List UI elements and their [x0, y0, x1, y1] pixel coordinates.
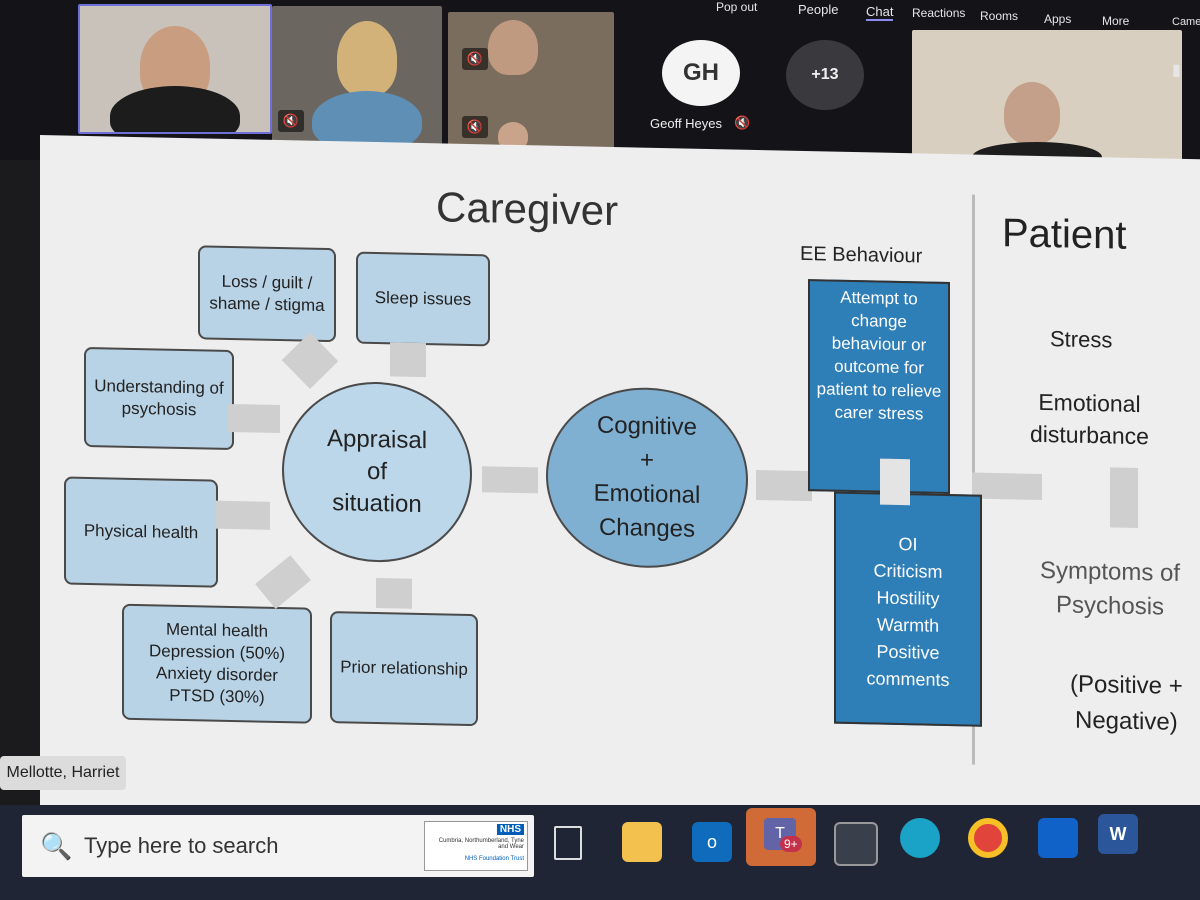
- arrow-down: [1110, 467, 1138, 528]
- cognitive-line-4: Changes: [598, 513, 696, 543]
- video-tile-participant-4[interactable]: [912, 30, 1182, 165]
- search-placeholder[interactable]: Type here to search: [84, 833, 279, 858]
- cognitive-circle: Cognitive + Emotional Changes: [546, 385, 748, 570]
- symptoms-line-2: Psychosis: [1056, 591, 1165, 621]
- search-box[interactable]: 🔍 Type here to search NHS Cumbria, North…: [22, 815, 534, 877]
- mental-line-3: Anxiety disorder: [156, 663, 278, 685]
- arrow: [390, 342, 426, 378]
- arrow: [255, 555, 311, 609]
- patient-title: Patient: [1002, 211, 1127, 258]
- mental-line-2: Depression (50%): [148, 641, 286, 664]
- box-understanding-psychosis: Understanding of psychosis: [84, 346, 234, 451]
- muted-mic-icon: 🔇: [462, 48, 488, 70]
- ee-item: Warmth: [876, 614, 940, 636]
- apps-button[interactable]: Apps: [1044, 12, 1072, 26]
- posneg-line-2: Negative): [1075, 706, 1178, 736]
- teams-icon[interactable]: T 9+: [746, 808, 816, 866]
- nhs-logo-text: NHS: [496, 824, 524, 835]
- ee-bottom-box: OI Criticism Hostility Warmth Positive c…: [834, 491, 982, 727]
- cognitive-line-3: Emotional: [593, 479, 701, 509]
- arrow: [482, 466, 538, 494]
- file-explorer-icon[interactable]: [622, 822, 662, 862]
- nhs-logo: NHS Cumbria, Northumberland, Tyne and We…: [424, 821, 528, 871]
- arrow: [216, 500, 270, 530]
- video-tile-participant-3[interactable]: 🔇 🔇: [448, 12, 614, 150]
- ee-behaviour-title: EE Behaviour: [800, 242, 923, 268]
- camera-button[interactable]: Came: [1172, 16, 1200, 28]
- outlook-icon[interactable]: o: [692, 822, 732, 862]
- muted-mic-icon: 🔇: [278, 110, 304, 132]
- patient-stress: Stress: [1050, 326, 1113, 353]
- ee-item: Criticism: [873, 560, 943, 582]
- more-button[interactable]: More: [1102, 14, 1130, 28]
- notification-badge: 9+: [780, 836, 802, 852]
- arrow: [376, 578, 412, 609]
- box-sleep-issues: Sleep issues: [356, 251, 490, 347]
- chrome-icon[interactable]: [968, 818, 1008, 858]
- appraisal-line-2: of: [366, 457, 387, 486]
- mental-line-4: PTSD (30%): [169, 685, 265, 707]
- presentation-slide: Caregiver Patient EE Behaviour Loss / gu…: [40, 135, 1200, 830]
- whiteboard-icon[interactable]: [1038, 818, 1078, 858]
- nhs-org-text: Cumbria, Northumberland, Tyne and Wear: [438, 838, 524, 850]
- word-icon[interactable]: W: [1098, 814, 1138, 854]
- people-button[interactable]: People: [798, 2, 839, 17]
- appraisal-line-3: situation: [332, 489, 422, 518]
- participant-name-geoff: Geoff Heyes: [650, 116, 723, 131]
- muted-mic-icon: 🔇: [734, 115, 751, 130]
- appraisal-circle: Appraisal of situation: [282, 380, 472, 565]
- mental-line-1: Mental health: [165, 619, 269, 641]
- box-physical-health: Physical health: [64, 476, 218, 588]
- search-icon: 🔍: [40, 831, 73, 861]
- arrow-down: [880, 458, 910, 506]
- nhs-trust-text: NHS Foundation Trust: [464, 856, 524, 862]
- muted-mic-icon: 🔇: [462, 116, 488, 138]
- cognitive-line-1: Cognitive: [596, 411, 698, 441]
- patient-posneg: (Positive + Negative): [1070, 667, 1183, 741]
- reactions-button[interactable]: Reactions: [912, 6, 966, 20]
- menu-icon[interactable]: ▮: [1172, 62, 1181, 79]
- ee-item: Positive comments: [866, 641, 950, 691]
- task-view-icon[interactable]: [554, 826, 582, 860]
- ee-item: Hostility: [876, 587, 940, 609]
- emotional-line-2: disturbance: [1030, 420, 1149, 450]
- patient-emotional: Emotional disturbance: [1030, 386, 1149, 452]
- patient-symptoms: Symptoms of Psychosis: [1040, 554, 1180, 625]
- symptoms-line-1: Symptoms of: [1040, 556, 1181, 587]
- video-tile-presenter[interactable]: [78, 4, 272, 134]
- arrow: [756, 469, 812, 502]
- box-mental-health: Mental health Depression (50%) Anxiety d…: [122, 603, 312, 724]
- appraisal-line-1: Appraisal: [326, 425, 428, 455]
- chat-button[interactable]: Chat: [866, 4, 894, 21]
- arrow: [228, 403, 280, 434]
- ee-item: OI: [898, 533, 918, 555]
- rooms-button[interactable]: Rooms: [980, 9, 1019, 23]
- emotional-line-1: Emotional: [1038, 388, 1141, 418]
- edge-icon[interactable]: [900, 818, 940, 858]
- store-icon[interactable]: [834, 822, 878, 866]
- double-arrow: [972, 472, 1042, 500]
- box-loss-guilt: Loss / guilt / shame / stigma: [198, 245, 336, 343]
- presenter-name-label: Mellotte, Harriet: [0, 756, 126, 790]
- caregiver-title: Caregiver: [436, 183, 619, 235]
- more-participants-button[interactable]: +13: [786, 40, 864, 110]
- pop-out-button[interactable]: Pop out: [716, 0, 758, 14]
- posneg-line-1: (Positive +: [1070, 670, 1183, 700]
- box-prior-relationship: Prior relationship: [330, 611, 478, 727]
- video-tile-participant-2[interactable]: 🔇: [272, 6, 442, 144]
- cognitive-line-2: +: [639, 446, 654, 474]
- avatar-geoff[interactable]: GH: [662, 40, 740, 106]
- ee-top-box: Attempt to change behaviour or outcome f…: [808, 279, 950, 495]
